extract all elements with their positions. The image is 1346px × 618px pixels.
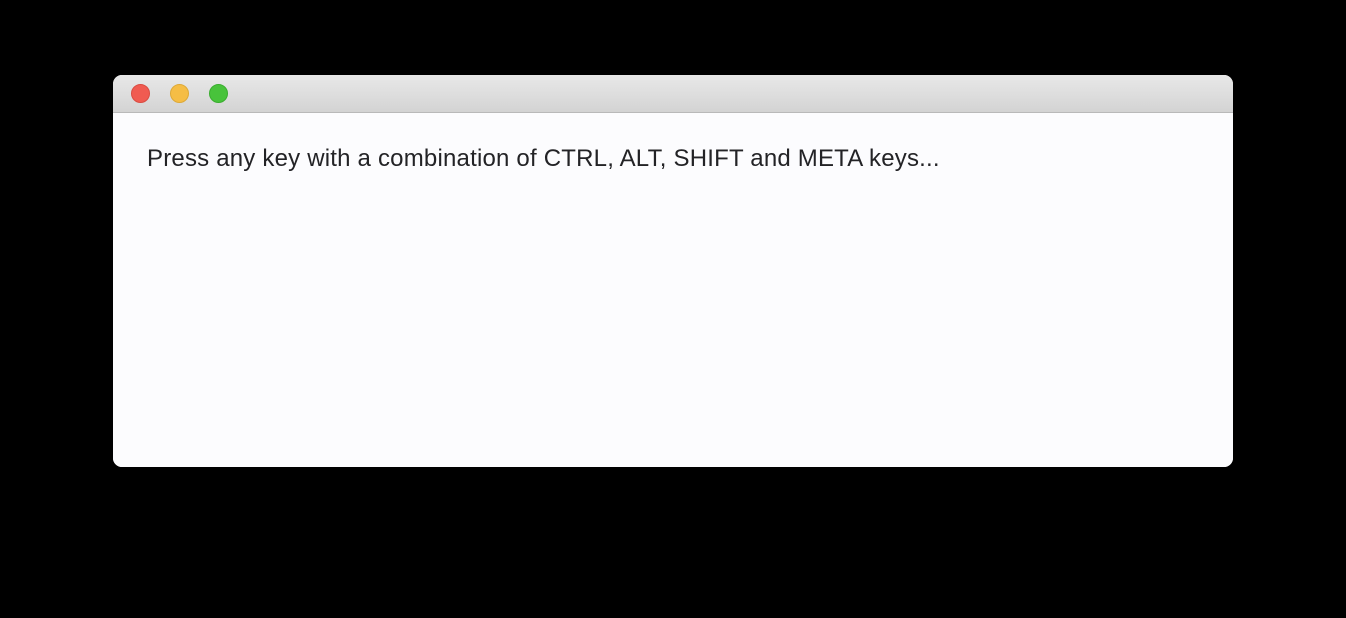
window-content[interactable]: Press any key with a combination of CTRL… (113, 113, 1233, 467)
window-titlebar[interactable] (113, 75, 1233, 113)
key-press-prompt: Press any key with a combination of CTRL… (147, 145, 940, 172)
traffic-light-buttons (131, 84, 228, 103)
minimize-button[interactable] (170, 84, 189, 103)
app-window: Press any key with a combination of CTRL… (113, 75, 1233, 467)
close-button[interactable] (131, 84, 150, 103)
zoom-button[interactable] (209, 84, 228, 103)
